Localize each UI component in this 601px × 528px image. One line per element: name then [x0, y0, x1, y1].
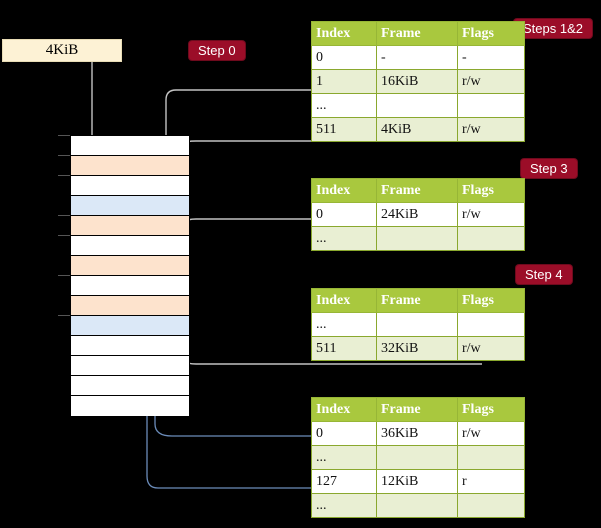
cell-index: ...: [311, 226, 377, 251]
memory-tick: [58, 135, 71, 136]
cell-frame: 36KiB: [376, 421, 458, 446]
header-index: Index: [311, 288, 377, 313]
cell-frame: 12KiB: [376, 469, 458, 494]
cell-flags: r/w: [457, 202, 525, 227]
page-box-4kib: 4KiB: [2, 39, 122, 62]
cell-flags: r: [457, 469, 525, 494]
header-frame: Frame: [376, 288, 458, 313]
cell-frame: [376, 312, 458, 337]
cell-frame: [376, 493, 458, 518]
physical-memory-column: [70, 135, 190, 416]
cell-flags: r/w: [457, 69, 525, 94]
page-table-row[interactable]: ...: [311, 445, 525, 470]
memory-frame-row: [71, 336, 189, 356]
header-flags: Flags: [457, 288, 525, 313]
cell-index: 0: [311, 45, 377, 70]
memory-frame-row: [71, 256, 189, 276]
page-table-row[interactable]: ...: [311, 312, 525, 337]
cell-index: 511: [311, 336, 377, 361]
header-index: Index: [311, 178, 377, 203]
memory-tick: [58, 315, 71, 316]
memory-frame-row: [71, 156, 189, 176]
memory-frame-row: [71, 396, 189, 416]
memory-tick: [58, 235, 71, 236]
page-table-row[interactable]: 0--: [311, 45, 525, 70]
cell-flags: r/w: [457, 336, 525, 361]
memory-tick: [58, 275, 71, 276]
header-frame: Frame: [376, 21, 458, 46]
cell-index: 511: [311, 117, 377, 142]
memory-frame-row: [71, 236, 189, 256]
cell-frame: [376, 93, 458, 118]
memory-tick: [58, 155, 71, 156]
cell-flags: -: [457, 45, 525, 70]
cell-index: 127: [311, 469, 377, 494]
cell-flags: [457, 226, 525, 251]
page-table-row[interactable]: ...: [311, 493, 525, 518]
header-flags: Flags: [457, 21, 525, 46]
cell-flags: [457, 312, 525, 337]
cell-index: 1: [311, 69, 377, 94]
header-flags: Flags: [457, 397, 525, 422]
cell-index: ...: [311, 493, 377, 518]
cell-index: ...: [311, 445, 377, 470]
memory-frame-row: [71, 356, 189, 376]
cell-frame: [376, 445, 458, 470]
header-flags: Flags: [457, 178, 525, 203]
memory-frame-row: [71, 136, 189, 156]
memory-frame-row: [71, 216, 189, 236]
header-index: Index: [311, 21, 377, 46]
badge-step-4: Step 4: [516, 265, 572, 284]
page-table-row[interactable]: ...: [311, 93, 525, 118]
header-frame: Frame: [376, 178, 458, 203]
page-table-row[interactable]: ...: [311, 226, 525, 251]
memory-tick: [58, 175, 71, 176]
badge-steps-1-2: Steps 1&2: [514, 19, 592, 38]
cell-frame: 4KiB: [376, 117, 458, 142]
cell-flags: [457, 93, 525, 118]
cell-index: 0: [311, 421, 377, 446]
memory-tick: [58, 215, 71, 216]
cell-frame: 32KiB: [376, 336, 458, 361]
cell-frame: [376, 226, 458, 251]
memory-frame-row: [71, 196, 189, 216]
cell-frame: 24KiB: [376, 202, 458, 227]
badge-step-0: Step 0: [189, 41, 245, 60]
memory-frame-row: [71, 316, 189, 336]
badge-step-3: Step 3: [521, 159, 577, 178]
cell-index: 0: [311, 202, 377, 227]
cell-frame: 16KiB: [376, 69, 458, 94]
cell-flags: r/w: [457, 421, 525, 446]
cell-flags: [457, 445, 525, 470]
cell-index: ...: [311, 312, 377, 337]
memory-frame-row: [71, 176, 189, 196]
cell-flags: r/w: [457, 117, 525, 142]
memory-frame-row: [71, 376, 189, 396]
header-index: Index: [311, 397, 377, 422]
memory-frame-row: [71, 276, 189, 296]
header-frame: Frame: [376, 397, 458, 422]
cell-index: ...: [311, 93, 377, 118]
cell-frame: -: [376, 45, 458, 70]
cell-flags: [457, 493, 525, 518]
memory-frame-row: [71, 296, 189, 316]
